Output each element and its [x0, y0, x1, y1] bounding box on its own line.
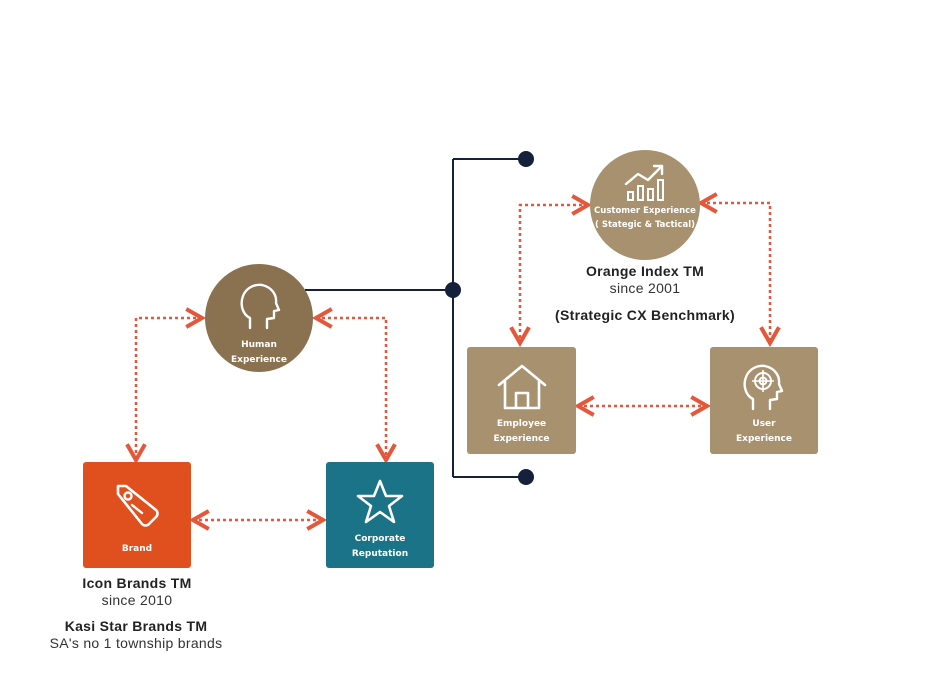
- cx-benchmark-label: (Strategic CX Benchmark): [555, 307, 735, 323]
- human-experience-label-2: Experience: [231, 355, 287, 365]
- orange-index-since: since 2001: [609, 280, 681, 296]
- hub-dot-bottom: [518, 469, 534, 485]
- orange-index-caption: Orange Index TM since 2001: [565, 263, 725, 296]
- reputation-label-2: Reputation: [351, 549, 409, 559]
- reputation-label-1: Corporate: [354, 534, 406, 544]
- orange-index-title: Orange Index TM: [585, 263, 705, 279]
- brand-node: Brand: [83, 462, 191, 568]
- hub-dot-top: [518, 151, 534, 167]
- user-experience-label-2: Experience: [736, 434, 792, 444]
- tag-icon: [116, 484, 159, 527]
- icon-brands-caption: Icon Brands TM since 2010: [60, 575, 214, 608]
- human-experience-label-1: Human: [241, 340, 277, 350]
- arrow-human-brand: [125, 307, 207, 465]
- icon-brands-since: since 2010: [101, 592, 173, 608]
- kasi-star-sub: SA's no 1 township brands: [49, 635, 223, 651]
- arrow-human-reputation: [311, 307, 397, 465]
- user-experience-label-1: User: [752, 419, 776, 429]
- hub-connector: [305, 158, 526, 478]
- cx-benchmark-caption: (Strategic CX Benchmark): [535, 307, 755, 324]
- customer-experience-node: Customer Experience ( Stategic & Tactica…: [590, 150, 700, 260]
- kasi-star-title: Kasi Star Brands TM: [64, 618, 208, 634]
- corporate-reputation-node: Corporate Reputation: [326, 462, 434, 568]
- head-target-icon: [743, 364, 784, 411]
- employee-experience-label-1: Employee: [496, 419, 547, 429]
- brand-label: Brand: [121, 544, 153, 554]
- arrow-customer-user: [696, 192, 781, 348]
- customer-experience-label-2: ( Stategic & Tactical): [595, 220, 695, 230]
- house-icon: [497, 364, 546, 410]
- human-experience-node: Human Experience: [205, 264, 313, 372]
- head-icon: [240, 283, 281, 330]
- employee-experience-node: Employee Experience: [467, 347, 576, 454]
- arrow-customer-employee: [509, 194, 593, 348]
- customer-experience-label-1: Customer Experience: [594, 206, 696, 216]
- icon-brands-title: Icon Brands TM: [82, 575, 192, 591]
- hub-dot-center: [445, 282, 461, 298]
- user-experience-node: User Experience: [710, 347, 818, 454]
- growth-chart-icon: [624, 164, 664, 201]
- star-icon: [356, 479, 404, 524]
- kasi-star-caption: Kasi Star Brands TM SA's no 1 township b…: [20, 618, 252, 651]
- employee-experience-label-2: Experience: [493, 434, 550, 444]
